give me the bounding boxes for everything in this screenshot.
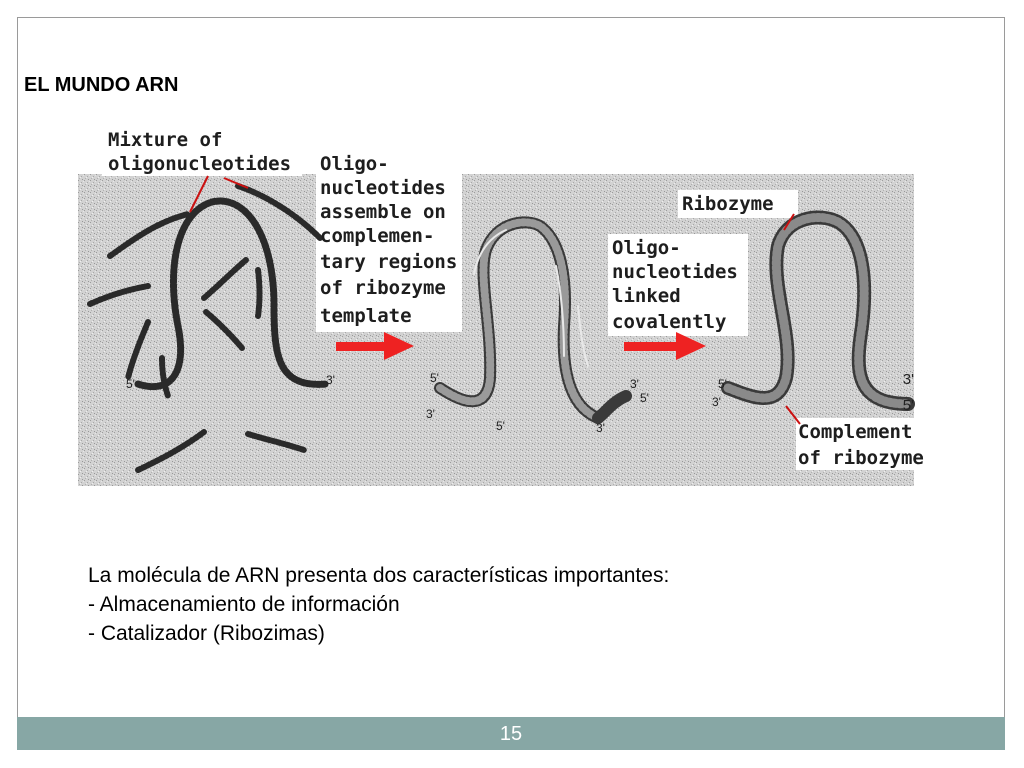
- oligo-fragment: [125, 319, 151, 381]
- label-box-mixture: [102, 126, 302, 176]
- end-label: 3': [326, 373, 335, 387]
- panel-assemble: [434, 216, 632, 424]
- template-strand-1: [134, 197, 330, 391]
- label-assemble: Oligo-: [320, 153, 389, 175]
- label-linked: nucleotides: [612, 261, 738, 283]
- panel-ribozyme: [721, 210, 915, 411]
- label-complement: Complement: [798, 421, 912, 443]
- label-assemble: complemen-: [320, 225, 434, 247]
- oligo-fragment: [203, 309, 245, 351]
- oligo-fragment: [201, 257, 249, 301]
- pointer-mixture-2: [223, 177, 249, 189]
- pointer-ribozyme: [783, 213, 795, 231]
- footer-bar: 15: [17, 717, 1005, 750]
- pointer-mixture-1: [189, 175, 209, 213]
- end-label: 3': [426, 407, 435, 421]
- oligo-fragment: [107, 211, 191, 259]
- page-number: 15: [499, 723, 523, 745]
- end-label: 5': [126, 377, 135, 391]
- end-label: 3': [712, 395, 721, 409]
- label-assemble: template: [320, 305, 412, 327]
- assembled-oligo: [473, 229, 507, 275]
- end-label: 5': [903, 397, 914, 414]
- end-label: 5': [496, 419, 505, 433]
- label-box-ribozyme: [678, 190, 798, 218]
- end-label: 5': [640, 391, 649, 405]
- end-label: 5': [718, 377, 727, 391]
- body-line: - Catalizador (Ribozimas): [88, 622, 325, 645]
- oligo-fragment: [255, 267, 263, 319]
- ribozyme-diagram: 5' 3' 5' 3' 5' 3' 5' 3': [78, 126, 944, 486]
- label-assemble: assemble on: [320, 201, 446, 223]
- arrow-step-1: [336, 332, 414, 360]
- oligo-fragment: [135, 429, 207, 473]
- oligo-fragment: [235, 183, 323, 241]
- label-mixture: Mixture of: [108, 129, 222, 151]
- body-line: - Almacenamiento de información: [88, 593, 400, 616]
- assembled-oligo: [555, 265, 565, 357]
- body-line: La molécula de ARN presenta dos caracter…: [88, 564, 670, 587]
- template-strand-2b: [592, 390, 632, 424]
- slide-title: EL MUNDO ARN: [24, 74, 179, 96]
- body-text: La molécula de ARN presenta dos caracter…: [88, 561, 669, 648]
- label-assemble: nucleotides: [320, 177, 446, 199]
- end-label: 3': [903, 371, 914, 388]
- label-mixture: oligonucleotides: [108, 153, 291, 175]
- label-linked: covalently: [612, 311, 726, 333]
- label-assemble: of ribozyme: [320, 277, 446, 299]
- end-label: 5': [430, 371, 439, 385]
- label-complement: of ribozyme: [798, 447, 924, 469]
- pointer-complement: [785, 405, 801, 425]
- oligo-fragment: [87, 283, 151, 307]
- label-box-assemble: [316, 148, 462, 332]
- oligo-fragment: [159, 355, 171, 399]
- label-linked: linked: [612, 285, 681, 307]
- label-ribozyme: Ribozyme: [682, 193, 774, 215]
- label-linked: Oligo-: [612, 237, 681, 259]
- panel-mixture: [87, 183, 330, 473]
- end-label: 3': [630, 377, 639, 391]
- label-assemble: tary regions: [320, 251, 457, 273]
- label-box-complement: [796, 418, 944, 470]
- end-label: 3': [596, 421, 605, 435]
- assembled-oligo: [577, 305, 589, 367]
- oligo-fragment: [245, 431, 307, 453]
- arrow-step-2: [624, 332, 706, 360]
- label-box-linked: [608, 234, 748, 336]
